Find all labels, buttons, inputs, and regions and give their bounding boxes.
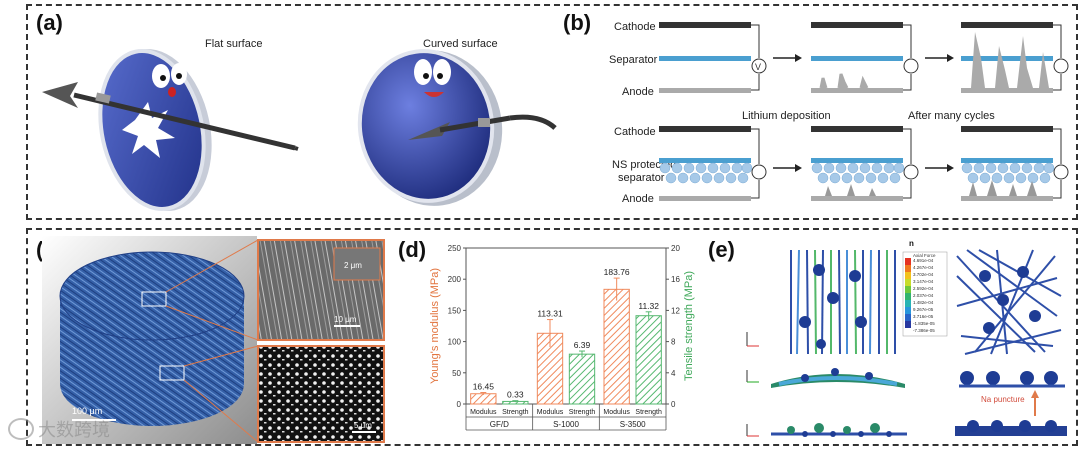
watermark: 大数跨境	[8, 416, 110, 442]
modulus-value-label: 183.76	[604, 267, 630, 277]
cathode-label: Cathode	[614, 21, 656, 33]
group-label: GF/D	[490, 420, 509, 429]
modulus-bar	[603, 288, 630, 405]
na-puncture-label: Na puncture	[981, 395, 1025, 404]
modulus-value-label: 16.45	[473, 381, 495, 391]
right-tick-label: 4	[671, 369, 676, 378]
group-label: S-3500	[620, 420, 646, 429]
bar-category-label: Strength	[502, 409, 529, 416]
bottom-panel-frame	[26, 228, 1078, 446]
scale-bar-main: 100 μm	[72, 406, 102, 416]
panel-label-d: (d)	[398, 237, 427, 262]
random-fiber-network	[956, 249, 1062, 355]
left-axis-title: Young's modulus (MPa)	[429, 268, 441, 384]
anode-label-2: Anode	[622, 193, 654, 205]
separator-label-2: separator	[618, 172, 665, 184]
modulus-bar	[470, 393, 497, 405]
right-axis-title: Tensile strength (MPa)	[683, 271, 695, 381]
anode-label: Anode	[622, 86, 654, 98]
separator-label: Separator	[609, 54, 658, 66]
legend-value: 3.702e-04	[913, 272, 934, 277]
row-ns-protected	[659, 126, 1069, 201]
strength-value-label: 0.33	[507, 390, 524, 400]
group-label: S-1000	[553, 420, 579, 429]
after-many-cycles-label: After many cycles	[908, 110, 995, 122]
aligned-fiber-network	[785, 249, 897, 355]
random-fiber-particles	[979, 266, 1041, 334]
bottom-random-view	[955, 420, 1067, 436]
left-tick-label: 50	[452, 369, 461, 378]
panel-c-microscopy: 100 μm 2 μm 10 μm 5 μm	[42, 236, 385, 444]
panel-b-schematic: V	[659, 22, 1069, 201]
scale-bar-inset-1: 2 μm	[344, 261, 362, 270]
legend-value: 4.691e-04	[913, 258, 934, 263]
side-view-random	[959, 371, 1065, 388]
right-tick-label: 12	[671, 306, 680, 315]
legend-title: n	[909, 239, 914, 248]
strength-value-label: 6.39	[574, 340, 591, 350]
lithium-deposition-label: Lithium deposition	[742, 110, 831, 122]
watermark-text: 大数跨境	[38, 420, 110, 441]
bar-category-label: Modulus	[470, 409, 497, 416]
legend-value: 3.147e-04	[913, 279, 934, 284]
left-tick-label: 250	[448, 244, 462, 253]
bar-category-label: Modulus	[603, 409, 630, 416]
curved-surface-label: Curved surface	[423, 38, 498, 50]
side-view-flat-deformed	[771, 368, 905, 388]
legend-value: 3.716e-05	[913, 314, 934, 319]
arrow-through-flat	[42, 82, 299, 151]
legend-value: 2.037e-04	[913, 293, 934, 298]
panel-label-e: (e)	[708, 237, 735, 262]
panel-a-illustration	[42, 49, 557, 211]
voltmeter-v: V	[755, 62, 761, 72]
scale-bar-inset-2: 10 μm	[334, 315, 357, 324]
bar-category-label: Modulus	[537, 409, 564, 416]
scale-bar-inset-3: 5 μm	[354, 421, 372, 430]
strength-bar	[568, 353, 596, 405]
panel-label-b: (b)	[563, 10, 592, 35]
left-tick-label: 0	[457, 400, 462, 409]
bar-category-label: Strength	[635, 409, 662, 416]
bottom-aligned-view	[771, 423, 907, 437]
right-tick-label: 16	[671, 275, 680, 284]
right-tick-label: 8	[671, 338, 676, 347]
legend-value: 9.267e-05	[913, 307, 934, 312]
legend-value: 1.482e-04	[913, 300, 934, 305]
right-tick-label: 20	[671, 244, 680, 253]
bar-category-label: Strength	[569, 409, 596, 416]
axis-triad-1	[746, 332, 759, 437]
legend-value: -7.386e-05	[913, 328, 935, 333]
cathode-label-2: Cathode	[614, 126, 656, 138]
panel-label-a: (a)	[36, 10, 63, 35]
modulus-value-label: 113.31	[537, 309, 563, 319]
legend-value: 2.592e-04	[913, 286, 934, 291]
left-tick-label: 100	[448, 338, 462, 347]
strength-bar	[635, 315, 662, 405]
watermark-logo-icon	[8, 418, 34, 440]
curved-shield	[357, 49, 503, 206]
right-tick-label: 0	[671, 400, 676, 409]
top-panel-frame	[26, 4, 1078, 220]
flat-shield	[98, 49, 212, 211]
left-tick-label: 200	[448, 275, 462, 284]
row-unprotected: V	[659, 22, 1069, 93]
left-tick-label: 150	[448, 306, 462, 315]
strength-value-label: 11.32	[638, 301, 659, 311]
legend-value: 4.267e-04	[913, 265, 934, 270]
legend-subtitle: Axial Force	[913, 253, 936, 258]
legend-value: -1.835e-05	[913, 321, 935, 326]
arrow-deflected	[408, 114, 557, 140]
flat-surface-label: Flat surface	[205, 38, 263, 50]
